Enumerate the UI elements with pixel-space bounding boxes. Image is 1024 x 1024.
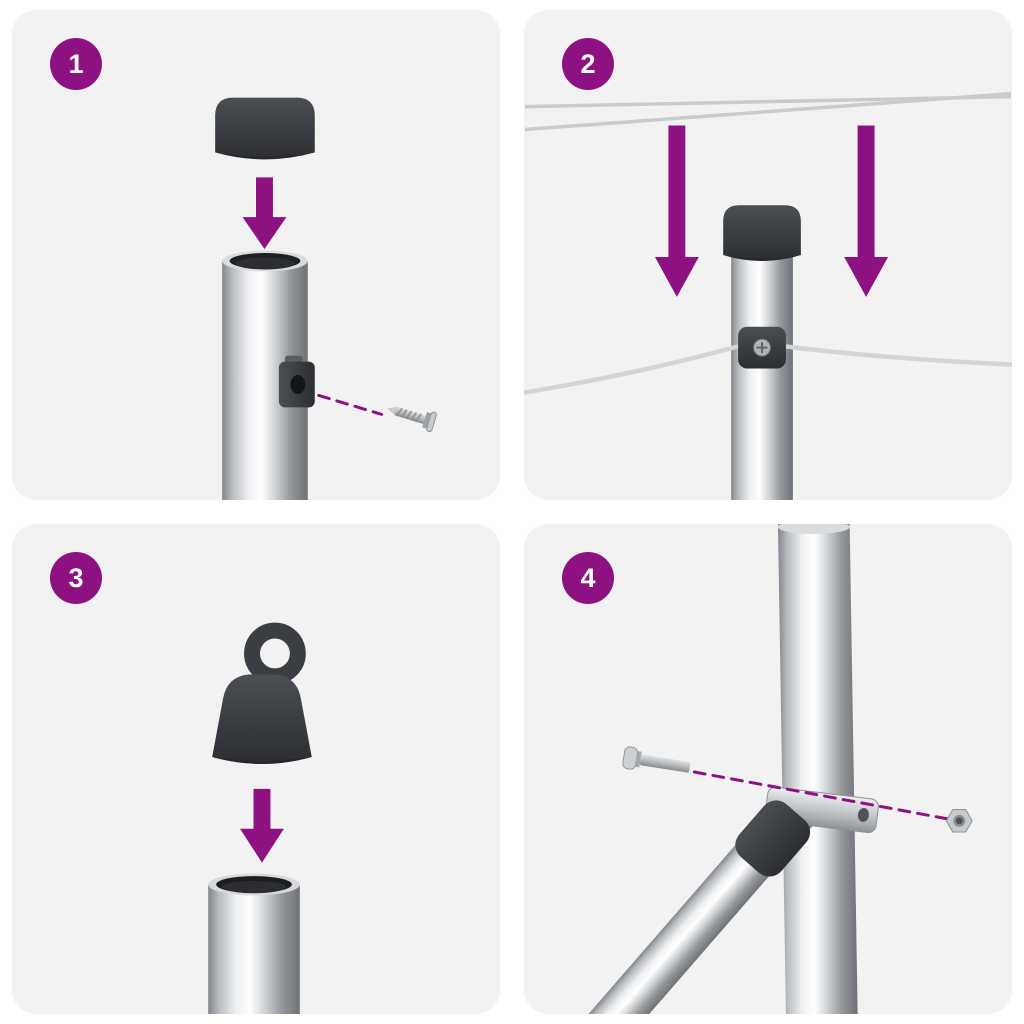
illustration-step-3 bbox=[208, 622, 312, 1014]
down-arrow-icon bbox=[240, 788, 284, 863]
tension-wires bbox=[524, 91, 1012, 132]
post-tube bbox=[777, 524, 858, 1014]
step-number: 2 bbox=[580, 48, 596, 79]
post-cap bbox=[215, 97, 315, 160]
step-panel-2: 2 bbox=[524, 10, 1012, 500]
dashed-guide-line bbox=[692, 770, 949, 821]
illustration-step-2 bbox=[524, 91, 1012, 500]
step-number: 3 bbox=[68, 562, 84, 593]
nut bbox=[945, 809, 973, 833]
wire-clamp bbox=[738, 326, 786, 369]
illustration-step-1 bbox=[215, 97, 437, 500]
step-panel-4: 4 bbox=[524, 524, 1012, 1014]
screw bbox=[387, 406, 437, 433]
bolt bbox=[622, 746, 691, 773]
down-arrow-icon bbox=[844, 125, 889, 297]
clamped-wire bbox=[524, 344, 1012, 395]
step-panel-1: 1 bbox=[12, 10, 500, 500]
step-number: 1 bbox=[68, 48, 84, 79]
post-tube bbox=[208, 873, 300, 1014]
step-number-badge: 1 bbox=[50, 38, 102, 90]
eyelet-cap bbox=[212, 622, 312, 765]
illustration-step-4 bbox=[584, 524, 973, 1014]
wire-bracket bbox=[278, 355, 315, 408]
step-number: 4 bbox=[580, 562, 596, 593]
brace-connector bbox=[735, 800, 811, 877]
step-number-badge: 3 bbox=[50, 552, 102, 604]
down-arrow-icon bbox=[654, 125, 699, 297]
step-number-badge: 4 bbox=[562, 552, 614, 604]
step-panel-3: 3 bbox=[12, 524, 500, 1014]
dashed-guide-line bbox=[317, 393, 383, 416]
post-cap bbox=[723, 205, 801, 261]
post-tube bbox=[731, 244, 793, 500]
down-arrow-icon bbox=[242, 177, 287, 250]
step-number-badge: 2 bbox=[562, 38, 614, 90]
